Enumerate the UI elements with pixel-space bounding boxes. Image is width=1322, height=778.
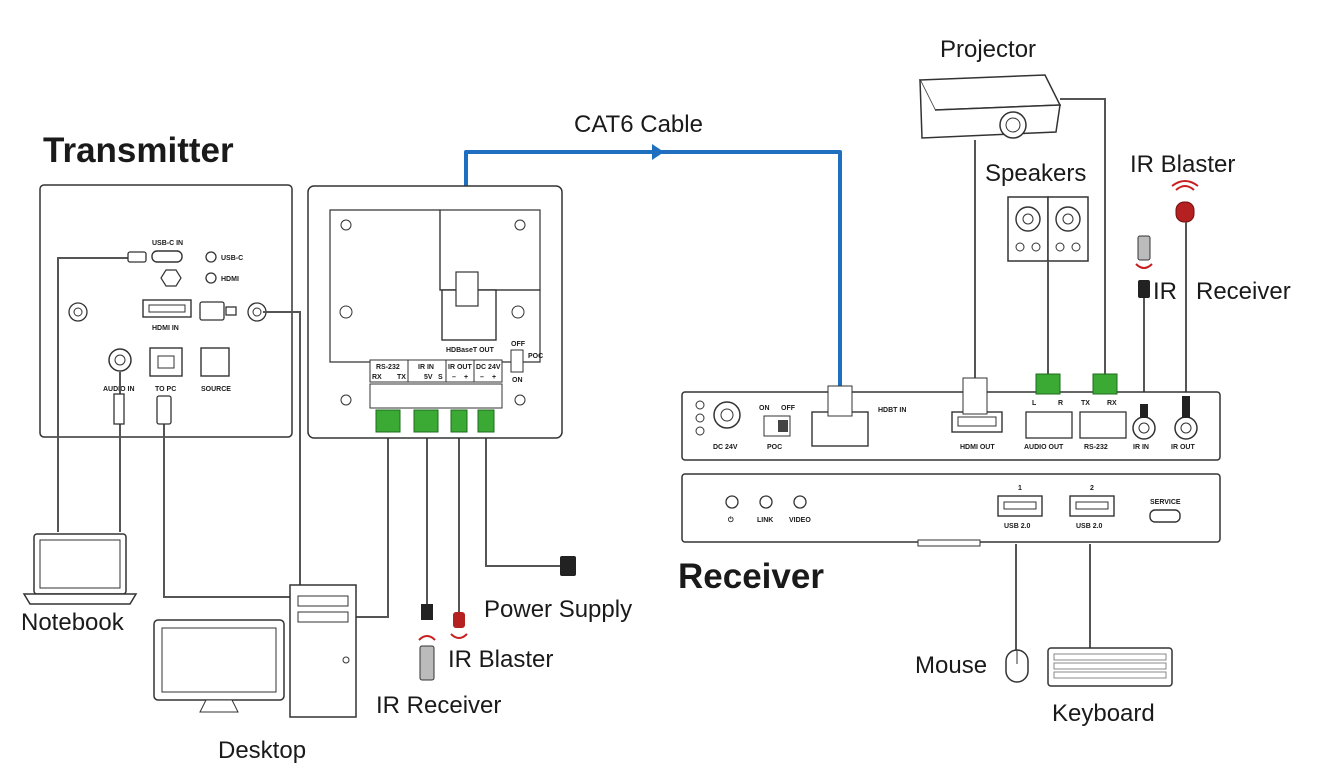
projector-icon	[918, 74, 1062, 139]
tx-dc24-label: DC 24V	[476, 364, 501, 371]
keyboard-icon	[1047, 647, 1173, 687]
power-supply-icon	[560, 556, 576, 576]
usb-b-port	[149, 347, 183, 377]
hdmi-out-port	[951, 411, 1003, 433]
cable-arrow	[652, 144, 664, 160]
audio-out-terminal	[1035, 373, 1061, 395]
keyboard-label: Keyboard	[1052, 700, 1155, 727]
power-icon: ⏻	[728, 516, 734, 524]
link-led-label: LINK	[757, 517, 773, 524]
tx-s-label: S	[438, 374, 443, 381]
hdmi-led-label: HDMI	[221, 276, 239, 283]
usb-port-2-number: 2	[1090, 485, 1094, 492]
usb-port-2	[1069, 495, 1115, 517]
tx-ir-receiver-label: IR Receiver	[376, 692, 501, 719]
transmitter-back-panel: HDBaseT OUT OFF ON POC RS-232 RX TX IR I…	[307, 185, 563, 439]
rx-tx-label: TX	[1081, 400, 1090, 407]
hdmi-plug	[962, 377, 988, 415]
monitor-icon	[153, 619, 285, 713]
tx-dc-minus: –	[480, 374, 484, 381]
rx-ir-receiver-icon	[1135, 235, 1153, 298]
transmitter-plugs	[113, 251, 237, 425]
usb-port-1-label: USB 2.0	[1004, 523, 1031, 530]
usb-port-2-label: USB 2.0	[1076, 523, 1103, 530]
rx-ir-blaster-label: IR Blaster	[1130, 151, 1235, 178]
tx-dc-plus: +	[492, 374, 496, 381]
hdbt-in-port	[811, 411, 869, 447]
source-label: SOURCE	[201, 386, 231, 393]
rx-hdmi-out-label: HDMI OUT	[960, 444, 995, 451]
projector-label: Projector	[940, 36, 1036, 63]
tx-ir-blaster-icon	[450, 612, 468, 639]
rx-ir-in-label: IR IN	[1133, 444, 1149, 451]
notebook-icon	[22, 533, 138, 605]
service-label: SERVICE	[1150, 499, 1181, 506]
rx-on-label: ON	[759, 405, 770, 412]
hdbaset-out-label: HDBaseT OUT	[446, 347, 495, 354]
tx-ir-out-plus: +	[464, 374, 468, 381]
speakers-icon	[1007, 196, 1089, 262]
rx-rs232-label: RS-232	[1084, 444, 1108, 451]
tx-ir-out-label: IR OUT	[448, 364, 472, 371]
usb-port-1	[997, 495, 1043, 517]
poc-off-label: OFF	[511, 341, 526, 348]
tx-ir-out-minus: –	[452, 374, 456, 381]
usbc-in-label: USB-C IN	[152, 240, 183, 247]
desktop-tower-icon	[289, 584, 357, 718]
audio-out-label: AUDIO OUT	[1024, 444, 1064, 451]
hdbt-plug	[827, 385, 853, 417]
rx-rx-label: RX	[1107, 400, 1117, 407]
receiver-heading: Receiver	[678, 557, 824, 596]
ir-out-terminal	[450, 409, 468, 433]
hdmi-in-port	[142, 299, 192, 318]
tx-ir-receiver-icon	[418, 604, 436, 681]
hdmi-in-label: HDMI IN	[152, 325, 179, 332]
rx-ir-receiver-label-2: Receiver	[1196, 278, 1291, 305]
poc-label: POC	[528, 353, 543, 360]
receiver-rear-panel: DC 24V ON OFF POC HDBT IN HDMI OUT L R A…	[681, 373, 1221, 461]
tx-ir-blaster-label: IR Blaster	[448, 646, 553, 673]
power-supply-label: Power Supply	[484, 596, 632, 623]
speakers-label: Speakers	[985, 160, 1086, 187]
transmitter-heading: Transmitter	[43, 131, 234, 170]
poc-on-label: ON	[512, 377, 523, 384]
rs232-rx-terminal	[1092, 373, 1118, 395]
hdbaset-out-plug	[455, 271, 479, 307]
hdbt-in-label: HDBT IN	[878, 407, 906, 414]
cable-label: CAT6 Cable	[574, 111, 703, 138]
notebook-label: Notebook	[21, 609, 125, 636]
receiver-front-panel: ⏻ LINK VIDEO 1 USB 2.0 2 USB 2.0 SERVICE	[681, 473, 1221, 547]
rs232-terminal	[375, 409, 401, 433]
to-pc-label: TO PC	[155, 386, 176, 393]
mouse-icon	[1005, 649, 1029, 683]
usbc-led-label: USB-C	[221, 255, 243, 262]
audio-in-label: AUDIO IN	[103, 386, 135, 393]
dc-jack	[713, 401, 741, 429]
tx-tx-label: TX	[397, 374, 406, 381]
poc-switch	[510, 349, 524, 373]
desktop-label: Desktop	[218, 737, 306, 764]
usbc-port	[151, 250, 183, 263]
tx-ir-in-label: IR IN	[418, 364, 434, 371]
service-port	[1149, 509, 1181, 523]
audio-r-label: R	[1058, 400, 1063, 407]
tx-rx-label: RX	[372, 374, 382, 381]
rx-off-label: OFF	[781, 405, 796, 412]
usb-port-1-number: 1	[1018, 485, 1022, 492]
rx-ir-receiver-label: IR	[1153, 278, 1177, 305]
source-button	[200, 347, 230, 377]
audio-l-label: L	[1032, 400, 1037, 407]
dc-terminal	[477, 409, 495, 433]
video-led-label: VIDEO	[789, 517, 811, 524]
mouse-label: Mouse	[915, 652, 987, 679]
rx-dc24-label: DC 24V	[713, 444, 738, 451]
rx-ir-blaster-icon	[1171, 180, 1199, 223]
rx-poc-label: POC	[767, 444, 782, 451]
tx-rs232-label: RS-232	[376, 364, 400, 371]
transmitter-wallplate: USB-C IN USB-C HDMI HDMI IN AUDIO IN TO …	[39, 184, 293, 438]
tx-5v-label: 5V	[424, 374, 433, 381]
ir-in-terminal	[413, 409, 439, 433]
rx-ir-out-label: IR OUT	[1171, 444, 1195, 451]
